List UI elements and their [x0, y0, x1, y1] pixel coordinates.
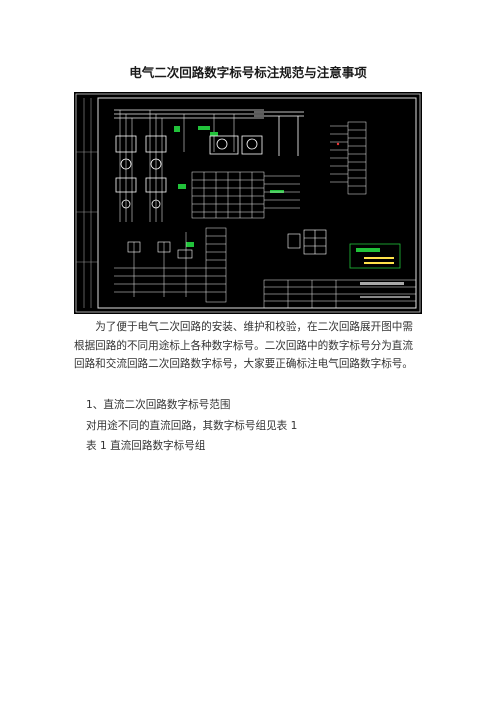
schematic-drawing: [75, 93, 421, 313]
intro-paragraph: 为了便于电气二次回路的安装、维护和校验，在二次回路展开图中需根据回路的不同用途标…: [74, 321, 413, 370]
document-title: 电气二次回路数字标号标注规范与注意事项: [129, 65, 367, 80]
section-heading: 1、直流二次回路数字标号范围: [86, 399, 231, 411]
table-caption: 表 1 直流回路数字标号组: [86, 440, 206, 452]
cad-schematic-image: [74, 92, 422, 314]
body-sentence: 对用途不同的直流回路，其数字标号组见表 1: [86, 420, 298, 432]
